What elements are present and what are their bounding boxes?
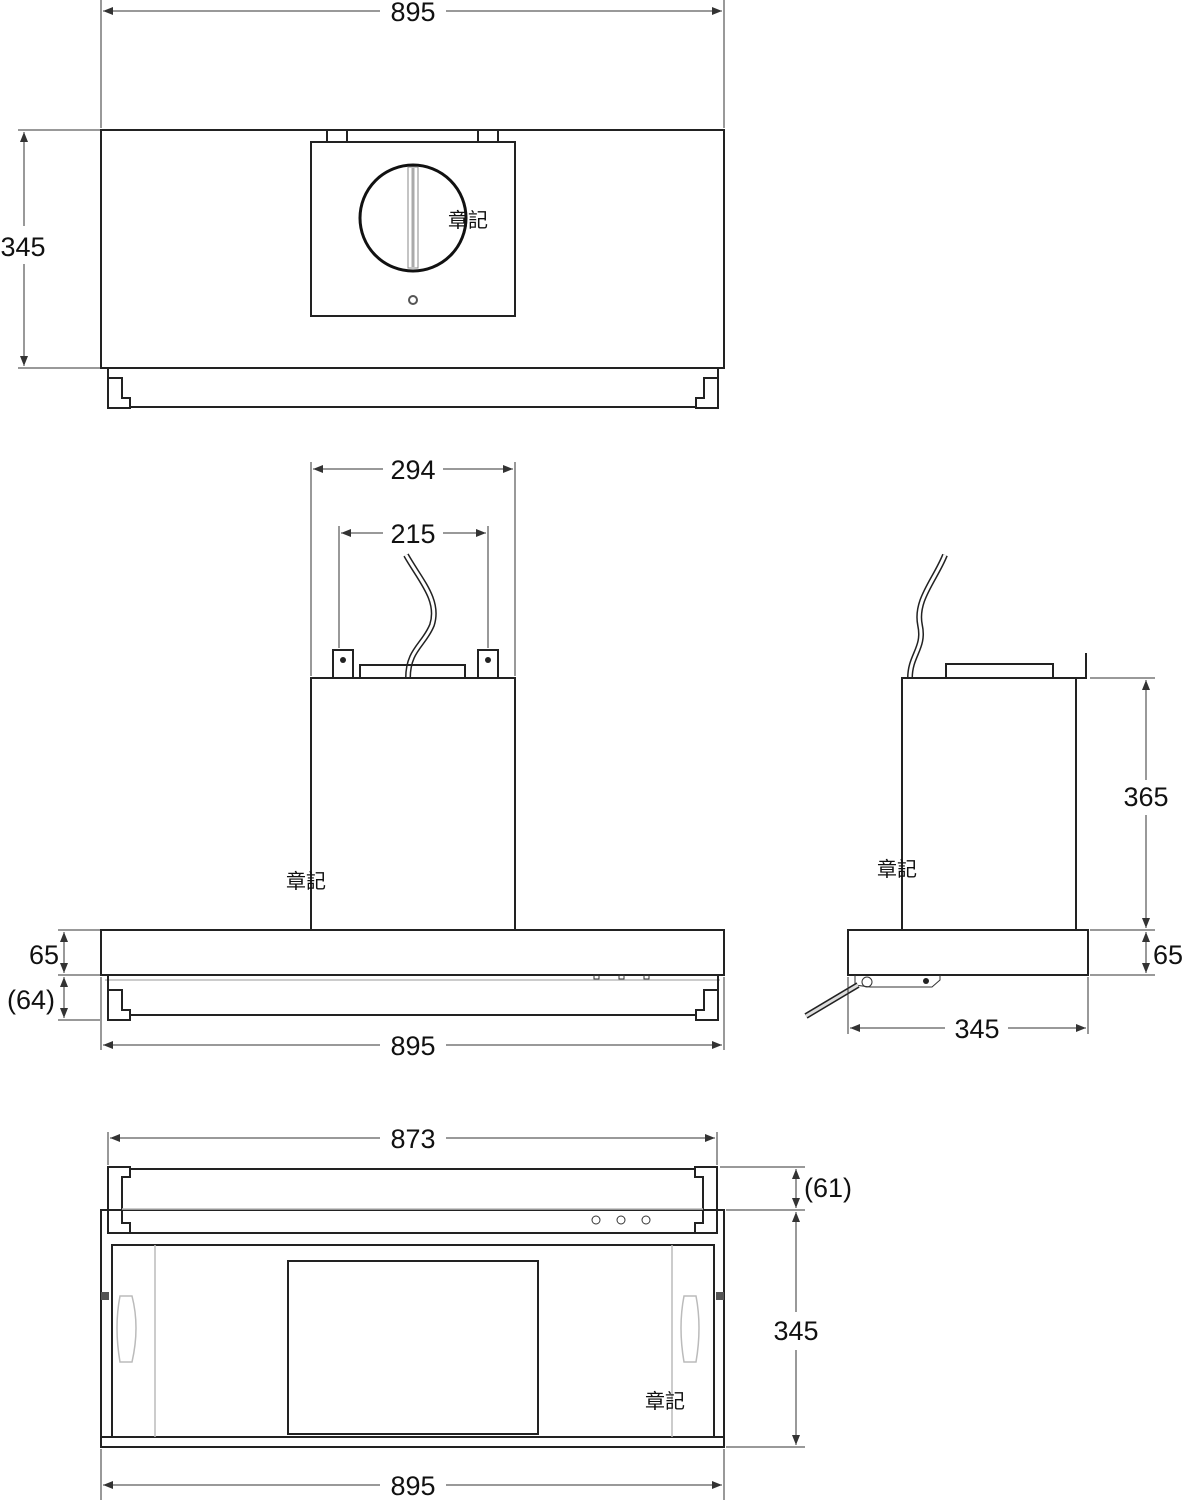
bottom-width-label: 895 <box>390 1471 435 1501</box>
watermark: 章記 <box>877 857 917 881</box>
rail-depth-label: (61) <box>804 1173 852 1203</box>
side-hood-height-label: 65 <box>1153 940 1183 970</box>
top-view: 895 345 章記 <box>0 0 725 409</box>
watermark: 章記 <box>448 208 488 232</box>
chimney-width-label: 294 <box>390 455 435 485</box>
grease-filter <box>287 1260 539 1435</box>
hood-front <box>100 929 725 976</box>
bracket-spacing-label: 215 <box>390 519 435 549</box>
side-depth-label: 345 <box>954 1014 999 1044</box>
chimney-top <box>310 141 516 317</box>
watermark: 章記 <box>645 1389 685 1413</box>
front-width-label: 895 <box>390 1031 435 1061</box>
side-view: 365 65 345 章記 <box>804 553 1183 1044</box>
hood-bottom <box>100 1209 725 1448</box>
front-view: 294 215 65 (64) 895 章記 <box>7 455 725 1061</box>
top-depth-label: 345 <box>0 232 45 262</box>
top-width-label: 895 <box>390 0 435 27</box>
hood-height-label: 65 <box>29 940 59 970</box>
rail-width-label: 873 <box>390 1124 435 1154</box>
chimney-front <box>310 677 516 931</box>
hood-side <box>847 929 1089 976</box>
chimney-height-label: 365 <box>1123 782 1168 812</box>
watermark: 章記 <box>286 869 326 893</box>
hood-body-top <box>100 129 725 369</box>
chimney-side <box>901 677 1077 931</box>
exhaust-outlet <box>358 163 468 273</box>
bottom-depth-label: 345 <box>773 1316 818 1346</box>
rail-height-label: (64) <box>7 985 55 1015</box>
bottom-view: 873 (61) 345 895 章記 <box>100 1124 852 1501</box>
